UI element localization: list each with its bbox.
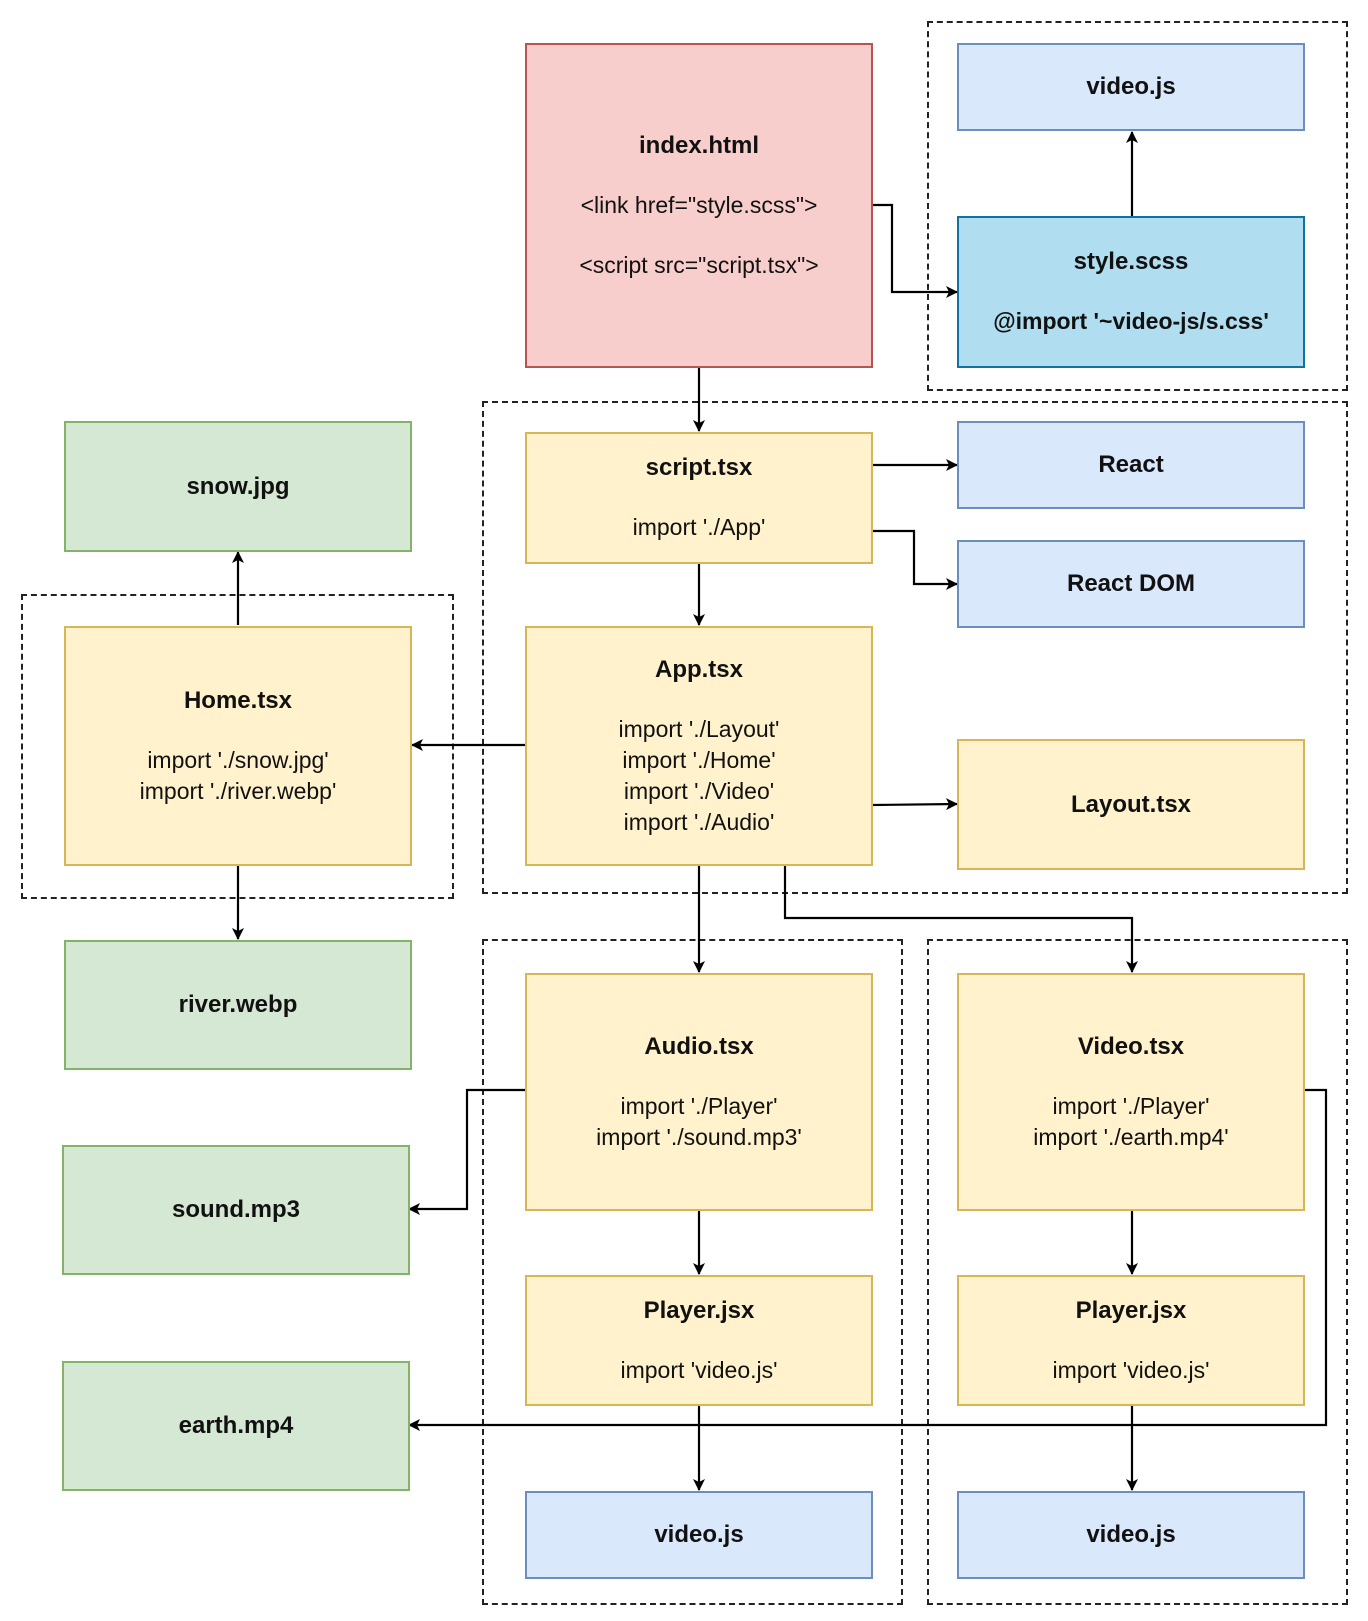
video-tsx-line-1: import './Player' — [1052, 1092, 1210, 1119]
audio-tsx-line-2: import './sound.mp3' — [596, 1123, 802, 1150]
video-js-audio-title: video.js — [654, 1521, 744, 1548]
script-tsx-title: script.tsx — [645, 454, 753, 481]
audio-tsx-line-1: import './Player' — [620, 1092, 778, 1119]
group-style — [927, 21, 1348, 391]
sound-mp3-node: sound.mp3 — [62, 1145, 410, 1275]
river-webp-title: river.webp — [178, 991, 298, 1018]
index-html-line-2: <script src="script.tsx"> — [579, 251, 819, 278]
layout-tsx-title: Layout.tsx — [1070, 790, 1192, 818]
video-js-video-node: video.js — [957, 1491, 1305, 1579]
video-js-video-title: video.js — [1086, 1521, 1176, 1548]
react-title: React — [1098, 451, 1164, 478]
app-tsx-title: App.tsx — [654, 655, 743, 683]
audio-tsx-node: Audio.tsx import './Player' import './so… — [525, 973, 873, 1211]
group-script — [482, 401, 1348, 894]
edge-script-to-reactdom — [872, 529, 958, 590]
app-tsx-line-4: import './Audio' — [623, 808, 775, 835]
video-tsx-title: Video.tsx — [1077, 1032, 1185, 1060]
player-jsx-video-title: Player.jsx — [1075, 1296, 1187, 1324]
earth-mp4-node: earth.mp4 — [62, 1361, 410, 1491]
snow-jpg-node: snow.jpg — [64, 421, 412, 552]
style-scss-line-1: @import '~video-js/s.css' — [993, 308, 1269, 334]
layout-tsx-node: Layout.tsx — [957, 739, 1305, 870]
home-tsx-line-1: import './snow.jpg' — [147, 746, 329, 773]
video-js-top-node: video.js — [957, 43, 1305, 131]
style-scss-title: style.scss — [1073, 248, 1189, 275]
snow-jpg-title: snow.jpg — [186, 472, 290, 500]
edge-app-to-layout — [871, 798, 958, 811]
player-jsx-video-node: Player.jsx import 'video.js' — [957, 1275, 1305, 1406]
index-html-node: index.html <link href="style.scss"> <scr… — [525, 43, 873, 368]
earth-mp4-title: earth.mp4 — [178, 1412, 294, 1439]
app-tsx-line-2: import './Home' — [622, 746, 776, 773]
audio-tsx-title: Audio.tsx — [644, 1032, 754, 1060]
edge-app-to-video — [783, 866, 1138, 973]
video-tsx-line-2: import './earth.mp4' — [1033, 1123, 1229, 1150]
video-js-top-title: video.js — [1086, 73, 1176, 100]
edge-index-to-style — [872, 203, 958, 298]
player-jsx-audio-title: Player.jsx — [643, 1296, 755, 1324]
river-webp-node: river.webp — [64, 940, 412, 1070]
player-jsx-audio-line-1: import 'video.js' — [620, 1356, 778, 1383]
player-jsx-video-line-1: import 'video.js' — [1052, 1356, 1210, 1383]
video-js-audio-node: video.js — [525, 1491, 873, 1579]
style-scss-node: style.scss @import '~video-js/s.css' — [957, 216, 1305, 368]
app-tsx-node: App.tsx import './Layout' import './Home… — [525, 626, 873, 866]
player-jsx-audio-node: Player.jsx import 'video.js' — [525, 1275, 873, 1406]
video-tsx-node: Video.tsx import './Player' import './ea… — [957, 973, 1305, 1211]
edge-audio-to-sound — [408, 1088, 525, 1215]
react-dom-title: React DOM — [1066, 570, 1196, 597]
index-html-title: index.html — [638, 131, 759, 159]
script-tsx-node: script.tsx import './App' — [525, 432, 873, 564]
edge-video-to-earth — [408, 1088, 1328, 1431]
react-node: React — [957, 421, 1305, 509]
sound-mp3-title: sound.mp3 — [171, 1196, 300, 1223]
home-tsx-node: Home.tsx import './snow.jpg' import './r… — [64, 626, 412, 866]
script-tsx-line-1: import './App' — [632, 514, 766, 540]
home-tsx-line-2: import './river.webp' — [139, 777, 337, 804]
home-tsx-title: Home.tsx — [183, 686, 293, 714]
app-tsx-line-3: import './Video' — [623, 777, 775, 804]
index-html-line-1: <link href="style.scss"> — [580, 191, 818, 218]
group-audio — [482, 939, 903, 1605]
app-tsx-line-1: import './Layout' — [618, 715, 780, 742]
group-video — [927, 939, 1348, 1605]
react-dom-node: React DOM — [957, 540, 1305, 628]
